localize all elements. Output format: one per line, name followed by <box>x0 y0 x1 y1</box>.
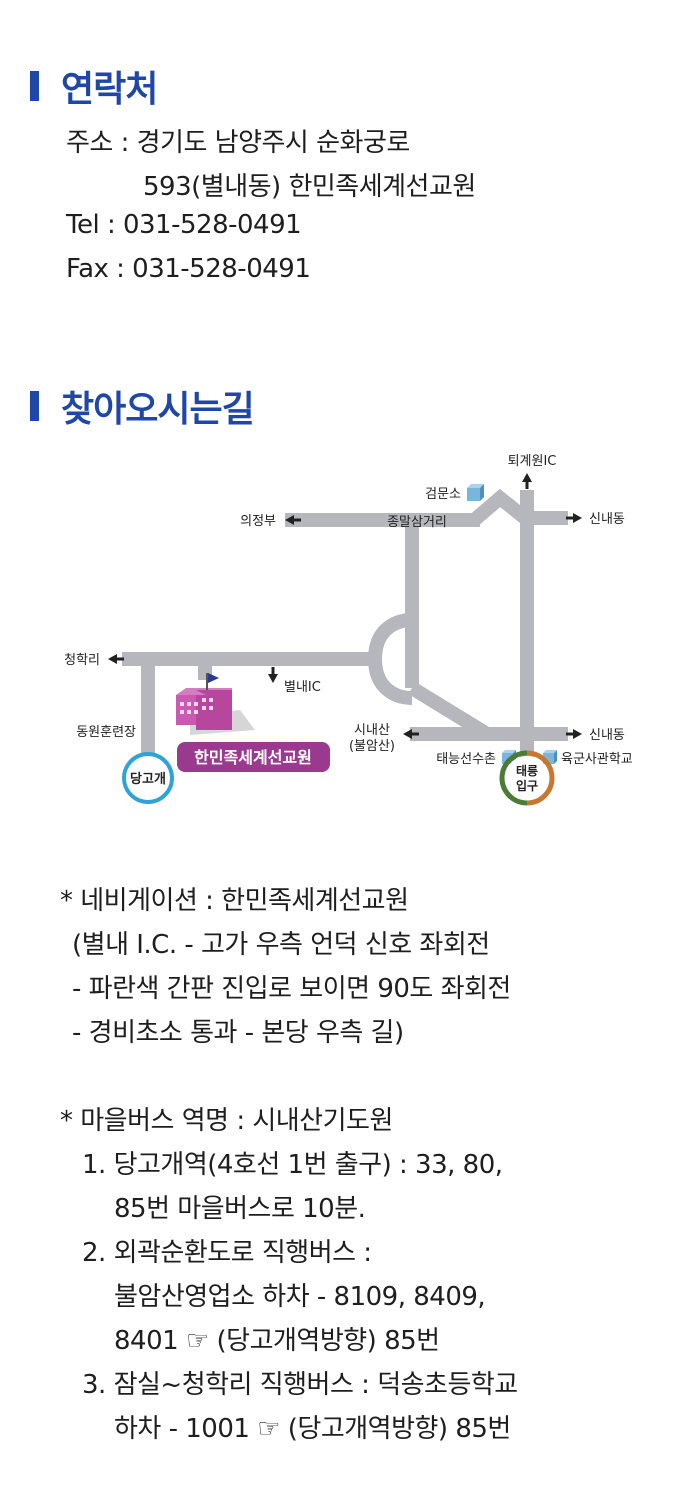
directions-map: 한민족세계선교원 당고개 태릉 입구 퇴계원IC 검문소 의정부 종말삼거리 신… <box>64 454 633 806</box>
mission-building-icon <box>176 673 255 735</box>
direction-arrows <box>108 473 582 739</box>
taereung-label-1: 태릉 <box>516 763 538 778</box>
label-sinnaedong-top: 신내동 <box>589 512 625 527</box>
bus-item-2a: 2. 외곽순환도로 직행버스 : <box>82 1238 372 1268</box>
road-junction-diagonal <box>467 488 530 528</box>
taereung-station: 태릉 입구 <box>499 750 555 806</box>
arrow-up-icon <box>522 473 532 482</box>
arrow-left-icon <box>108 654 117 664</box>
nav-line-4: - 경비초소 통과 - 본당 우측 길) <box>72 1018 404 1048</box>
road-diagonal-taereung <box>408 682 491 740</box>
road-curve-upper <box>368 613 413 660</box>
fax-line: Fax : 031-528-0491 <box>66 254 311 284</box>
title-bar <box>30 71 39 101</box>
road-network <box>122 488 568 778</box>
label-toegye-ic: 퇴계원IC <box>508 454 557 469</box>
contact-section-title: 연락처 <box>30 60 158 112</box>
label-bulamsan: (불암산) <box>349 739 395 754</box>
mission-center-badge <box>177 742 330 772</box>
label-army-academy: 육군사관학교 <box>561 752 633 767</box>
title-bar <box>30 391 39 421</box>
label-sinaesan: 시내산 <box>354 723 390 738</box>
danggogae-station: 당고개 <box>122 752 174 804</box>
label-geommunso: 검문소 <box>425 487 461 502</box>
contact-title: 연락처 <box>61 69 158 110</box>
danggogae-label: 당고개 <box>130 771 166 787</box>
mission-center-label: 한민족세계선교원 <box>194 748 312 767</box>
tel-line: Tel : 031-528-0491 <box>66 210 302 240</box>
label-jongmal: 종말삼거리 <box>387 515 447 530</box>
bus-item-1a: 1. 당고개역(4호선 1번 출구) : 33, 80, <box>82 1150 503 1180</box>
directions-section-title: 찾아오시는길 <box>30 380 255 432</box>
arrow-right-icon <box>573 513 582 523</box>
landmark-icons <box>467 484 557 764</box>
label-dongwon: 동원훈련장 <box>76 725 136 740</box>
address-line-2: 593(별내동) 한민족세계선교원 <box>143 172 476 202</box>
cube-icon <box>543 750 557 764</box>
bus-item-3a: 3. 잠실~청학리 직행버스 : 덕송초등학교 <box>82 1370 518 1400</box>
arrow-down-icon <box>268 674 278 683</box>
bus-item-1b: 85번 마을버스로 10분. <box>114 1194 366 1224</box>
nav-line-3: - 파란색 간판 진입로 보이면 90도 좌회전 <box>72 974 511 1004</box>
bus-item-2b: 불암산영업소 하차 - 8109, 8409, <box>114 1282 486 1312</box>
arrow-left-icon <box>403 729 412 739</box>
directions-title: 찾아오시는길 <box>61 389 255 430</box>
arrow-up-shaft <box>525 481 529 489</box>
nav-line-2: (별내 I.C. - 고가 우측 언덕 신호 좌회전 <box>72 930 490 960</box>
arrow-left-icon <box>285 515 294 525</box>
label-sinnaedong-mid: 신내동 <box>589 728 625 743</box>
label-cheonghakri: 청학리 <box>64 653 100 668</box>
bus-heading: * 마을버스 역명 : 시내산기도원 <box>60 1106 393 1136</box>
nav-line-1: * 네비게이션 : 한민족세계선교원 <box>60 886 409 916</box>
road-curve-lower <box>368 658 413 705</box>
label-uijeongbu: 의정부 <box>240 514 276 529</box>
cube-icon <box>467 484 484 501</box>
bus-item-3b: 하차 - 1001 ☞ (당고개역방향) 85번 <box>114 1414 511 1444</box>
flag-icon <box>208 673 219 683</box>
taereung-label-2: 입구 <box>516 779 538 793</box>
label-taeneung-village: 태능선수촌 <box>436 752 496 767</box>
arrow-right-icon <box>573 729 582 739</box>
address-line-1: 주소 : 경기도 남양주시 순화궁로 <box>66 128 410 158</box>
label-byeolnae-ic: 별내IC <box>284 680 321 695</box>
bus-item-2c: 8401 ☞ (당고개역방향) 85번 <box>114 1326 440 1356</box>
